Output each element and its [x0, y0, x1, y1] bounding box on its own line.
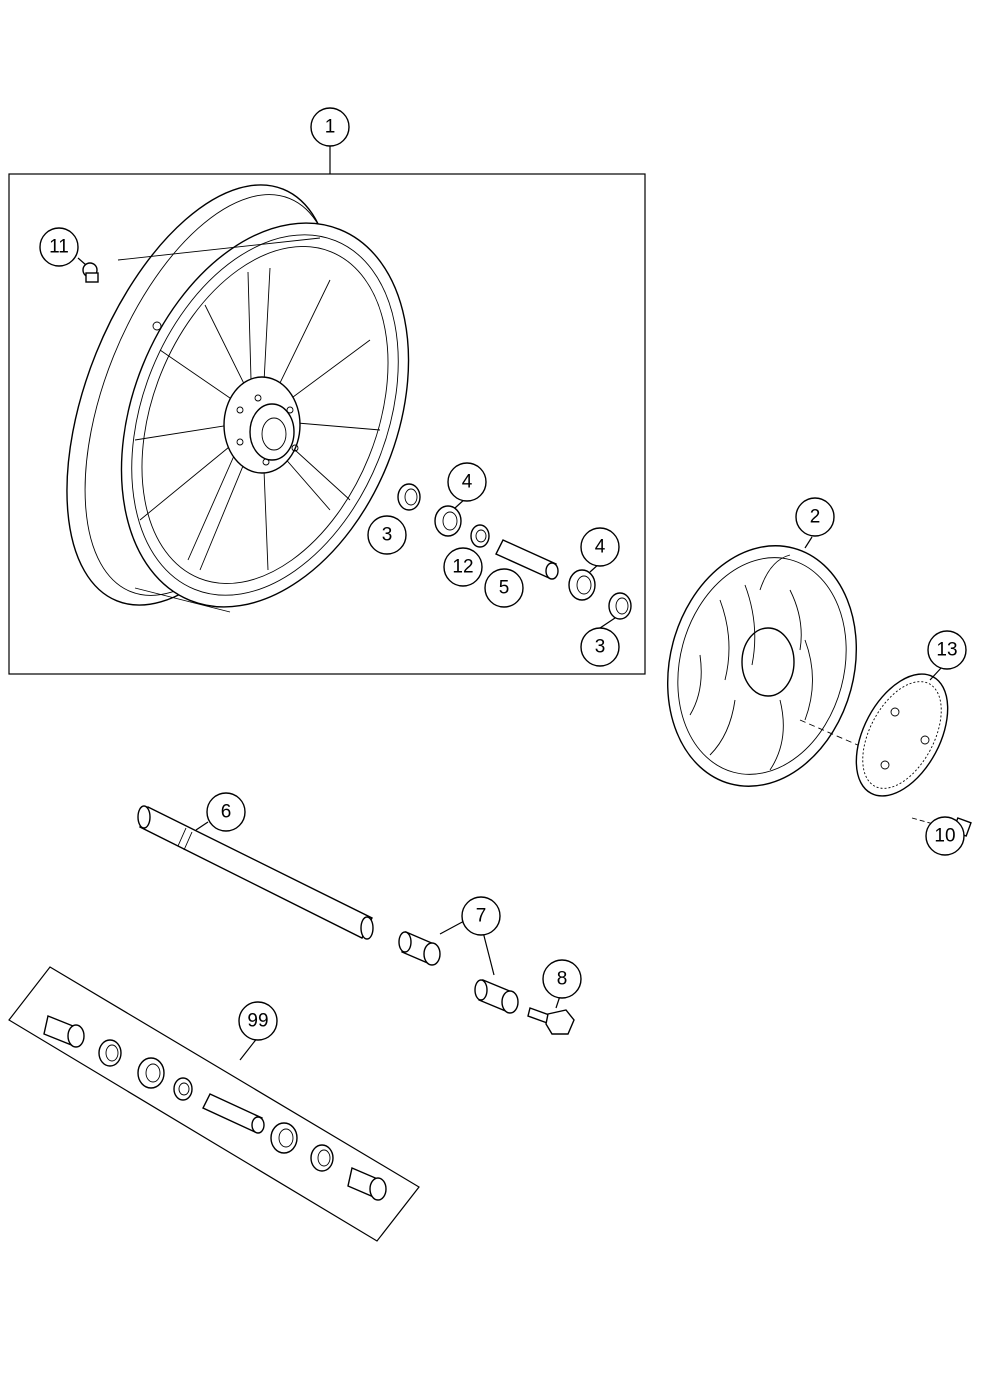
- callout-8[interactable]: 8: [542, 959, 582, 999]
- callout-12[interactable]: 12: [443, 547, 483, 587]
- wheel-hub: [223, 376, 301, 474]
- brake-disc: [666, 536, 861, 787]
- svg-text:1: 1: [325, 117, 336, 138]
- callout-4[interactable]: 4: [580, 527, 620, 567]
- callout-3[interactable]: 3: [580, 627, 620, 667]
- svg-text:99: 99: [247, 1011, 268, 1032]
- callout-1[interactable]: 1: [310, 107, 350, 147]
- svg-text:13: 13: [936, 640, 957, 661]
- svg-text:5: 5: [499, 578, 510, 599]
- svg-text:2: 2: [810, 507, 821, 528]
- svg-text:4: 4: [462, 472, 473, 493]
- svg-text:3: 3: [595, 637, 606, 658]
- bearing-kit-parts: [43, 1015, 387, 1201]
- svg-text:12: 12: [452, 557, 473, 578]
- callout-4[interactable]: 4: [447, 462, 487, 502]
- svg-text:8: 8: [557, 969, 568, 990]
- svg-text:10: 10: [934, 826, 955, 847]
- seal-ring-left: [397, 483, 421, 511]
- seal-ring-right: [608, 592, 632, 620]
- wheel-assembly-frame: [8, 173, 646, 675]
- callout-99[interactable]: 99: [238, 1001, 278, 1041]
- callout-2[interactable]: 2: [795, 497, 835, 537]
- callout-13[interactable]: 13: [927, 630, 967, 670]
- svg-text:11: 11: [49, 237, 69, 258]
- callout-3[interactable]: 3: [367, 515, 407, 555]
- callout-7[interactable]: 7: [461, 896, 501, 936]
- bearing-left: [434, 505, 462, 537]
- callout-10[interactable]: 10: [925, 816, 965, 856]
- svg-text:7: 7: [476, 906, 487, 927]
- wheel-axle: [137, 805, 374, 940]
- axle-spacer-left: [398, 931, 441, 966]
- axle-screw: [527, 995, 575, 1035]
- valve-icon: [82, 262, 162, 331]
- svg-text:3: 3: [382, 525, 393, 546]
- distance-sleeve: [495, 539, 559, 580]
- svg-text:6: 6: [221, 802, 232, 823]
- spacer-ring: [470, 524, 490, 548]
- svg-text:4: 4: [595, 537, 606, 558]
- callout-11[interactable]: 11: [39, 227, 79, 267]
- abs-sensor-ring: [855, 666, 949, 797]
- callout-6[interactable]: 6: [206, 792, 246, 832]
- bearing-right: [568, 569, 596, 601]
- axle-spacer-right: [474, 979, 519, 1014]
- bearing-kit-frame: [8, 966, 420, 1242]
- callout-5[interactable]: 5: [484, 568, 524, 608]
